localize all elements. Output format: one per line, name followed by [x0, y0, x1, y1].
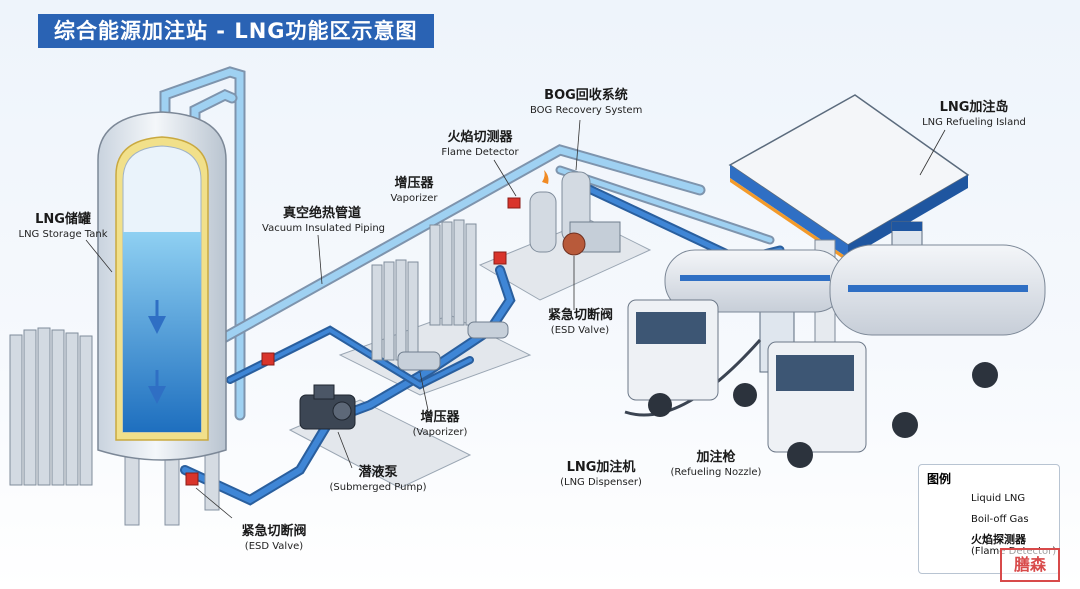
esd-valves: [185, 251, 507, 486]
label-leader-lines: [85, 119, 946, 519]
label-vacuum-pipe: 真空绝热管道 Vacuum Insulated Piping: [262, 206, 386, 234]
label-vaporizer-top: 增压器 Vaporizer: [390, 176, 438, 204]
legend-item-liquid-lng: Liquid LNG: [971, 493, 1026, 504]
legend-item-flame-detector: 火焰探测器: [971, 533, 1026, 546]
label-flame-detector: 火焰切测器 Flame Detector: [441, 130, 519, 158]
ambient-vaporizer-left: [9, 327, 93, 486]
lng-tanker-truck-1: [627, 249, 846, 417]
vaporizer-bottom: [397, 321, 509, 371]
watermark-stamp: 膳森: [1000, 548, 1060, 582]
page-title: 综合能源加注站 - LNG功能区示意图: [38, 14, 434, 48]
label-vaporizer-bottom: 增压器 (Vaporizer): [412, 410, 468, 438]
label-lng-dispenser: LNG加注机 (LNG Dispenser): [560, 460, 642, 488]
label-refueling-nozzle: 加注枪 (Refueling Nozzle): [670, 450, 762, 478]
label-submerged-pump: 潜液泵 (Submerged Pump): [329, 465, 427, 493]
boil-off-gas-pipes: [159, 66, 775, 421]
vaporizer-top: [371, 219, 477, 361]
bog-recovery-system: [529, 171, 621, 256]
label-storage-tank: LNG储罐 LNG Storage Tank: [18, 212, 108, 240]
label-esd-valve-mid: 紧急切断阀 (ESD Valve): [548, 308, 614, 336]
label-esd-valve-bottom: 紧急切断阀 (ESD Valve): [241, 524, 307, 552]
lng-tanker-truck-2: [767, 244, 1046, 468]
label-refueling-island: LNG加注岛 LNG Refueling Island: [922, 100, 1026, 128]
flame-detector-unit: [507, 170, 549, 209]
submerged-pump: [299, 384, 356, 430]
legend-item-boil-off-gas: Boil-off Gas: [971, 514, 1029, 525]
label-bog-recovery: BOG回收系统 BOG Recovery System: [530, 88, 643, 116]
lng-storage-tank: [97, 111, 227, 526]
legend-title: 图例: [927, 472, 952, 486]
